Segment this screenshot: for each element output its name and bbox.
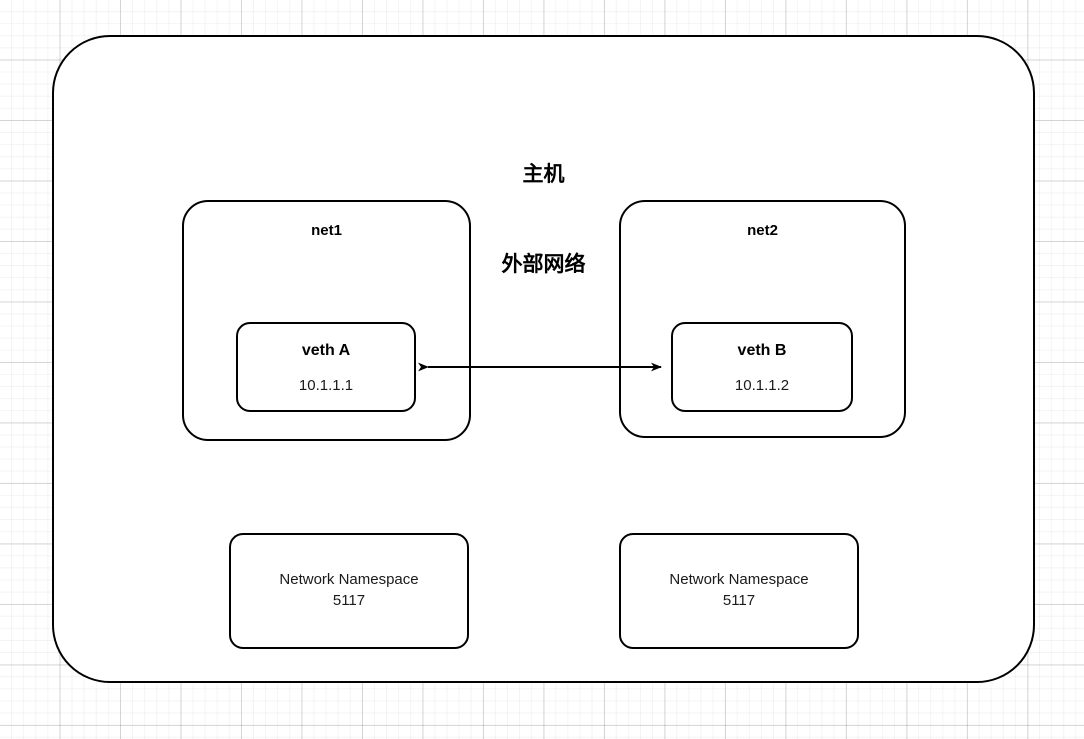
host-title-line-1: 主机	[522, 163, 565, 186]
host-title: 主机 外部网络	[52, 100, 1035, 340]
netns-group-label-net2: net2	[747, 222, 778, 239]
network-namespace-left-title: Network Namespace	[279, 571, 419, 588]
veth-a-ip: 10.1.1.1	[298, 377, 354, 394]
veth-a-text: veth A 10.1.1.1	[238, 341, 414, 395]
netns-group-label-net1: net1	[311, 222, 342, 239]
network-namespace-right-title: Network Namespace	[669, 571, 809, 588]
host-title-line-2: 外部网络	[501, 253, 586, 276]
network-namespace-right-text: Network Namespace 5117	[621, 569, 857, 611]
network-namespace-right-id: 5117	[722, 592, 756, 609]
veth-node-a[interactable]: veth A 10.1.1.1	[236, 322, 416, 412]
veth-a-name: veth A	[301, 342, 351, 359]
veth-b-ip: 10.1.1.2	[734, 377, 790, 394]
network-namespace-box-right[interactable]: Network Namespace 5117	[619, 533, 859, 649]
veth-node-b[interactable]: veth B 10.1.1.2	[671, 322, 853, 412]
network-namespace-left-id: 5117	[332, 592, 366, 609]
network-namespace-left-text: Network Namespace 5117	[231, 569, 467, 611]
veth-b-text: veth B 10.1.1.2	[673, 341, 851, 395]
network-namespace-box-left[interactable]: Network Namespace 5117	[229, 533, 469, 649]
veth-b-name: veth B	[737, 342, 787, 359]
